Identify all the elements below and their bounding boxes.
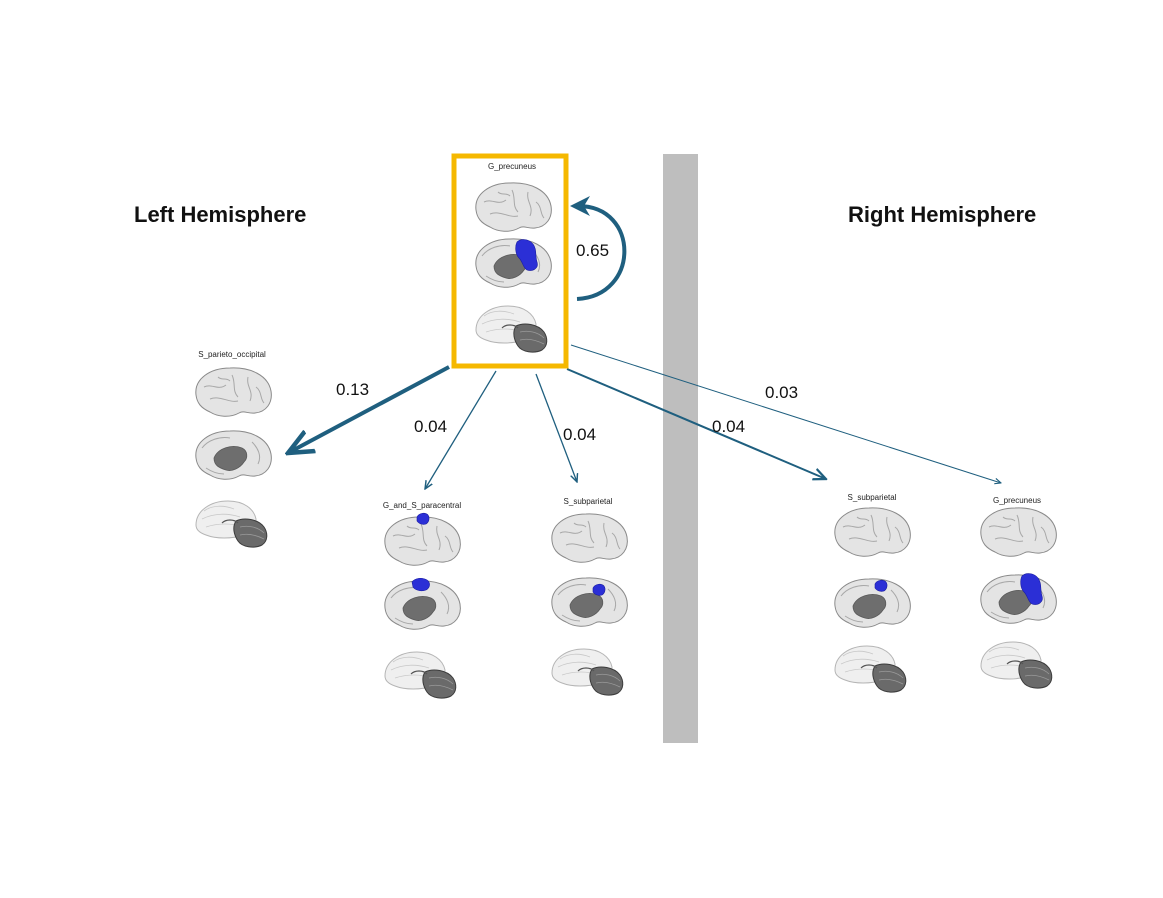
hemisphere-divider — [663, 154, 698, 743]
weight-g-and-s-paracentral: 0.04 — [414, 417, 448, 436]
self-loop-arrow — [570, 196, 627, 301]
target-left-s-subparietal-views — [551, 513, 628, 696]
source-brain-views — [475, 182, 552, 353]
weight-right-s-subparietal: 0.04 — [712, 417, 746, 436]
region-label-g-and-s-paracentral: G_and_S_paracentral — [382, 501, 462, 510]
left-hemisphere-title: Left Hemisphere — [134, 202, 307, 227]
region-label-left-s-subparietal: S_subparietal — [563, 497, 613, 506]
target-right-s-subparietal-views — [834, 507, 911, 693]
weight-s-parieto-occipital: 0.13 — [336, 380, 370, 399]
weight-right-g-precuneus: 0.03 — [765, 383, 799, 402]
source-region-label: G_precuneus — [487, 162, 537, 171]
target-s-parieto-occipital-views — [195, 367, 272, 548]
region-label-right-g-precuneus: G_precuneus — [992, 496, 1042, 505]
target-g-and-s-paracentral-views — [384, 512, 461, 699]
connection-arrows — [288, 196, 1001, 489]
source-highlight-box — [451, 153, 569, 369]
arrow-to-right-s-subparietal — [566, 368, 826, 479]
target-right-g-precuneus-views — [980, 507, 1057, 689]
region-label-right-s-subparietal: S_subparietal — [847, 493, 897, 502]
region-label-s-parieto-occipital: S_parieto_occipital — [198, 350, 266, 359]
arrow-to-right-g-precuneus — [570, 344, 1001, 483]
right-hemisphere-title: Right Hemisphere — [848, 202, 1037, 227]
self-loop-weight: 0.65 — [576, 241, 610, 260]
arrow-to-g-and-s-paracentral — [425, 370, 497, 489]
arrow-to-left-s-subparietal — [535, 373, 577, 482]
weight-left-s-subparietal: 0.04 — [563, 425, 597, 444]
arrow-to-s-parieto-occipital — [288, 365, 450, 453]
